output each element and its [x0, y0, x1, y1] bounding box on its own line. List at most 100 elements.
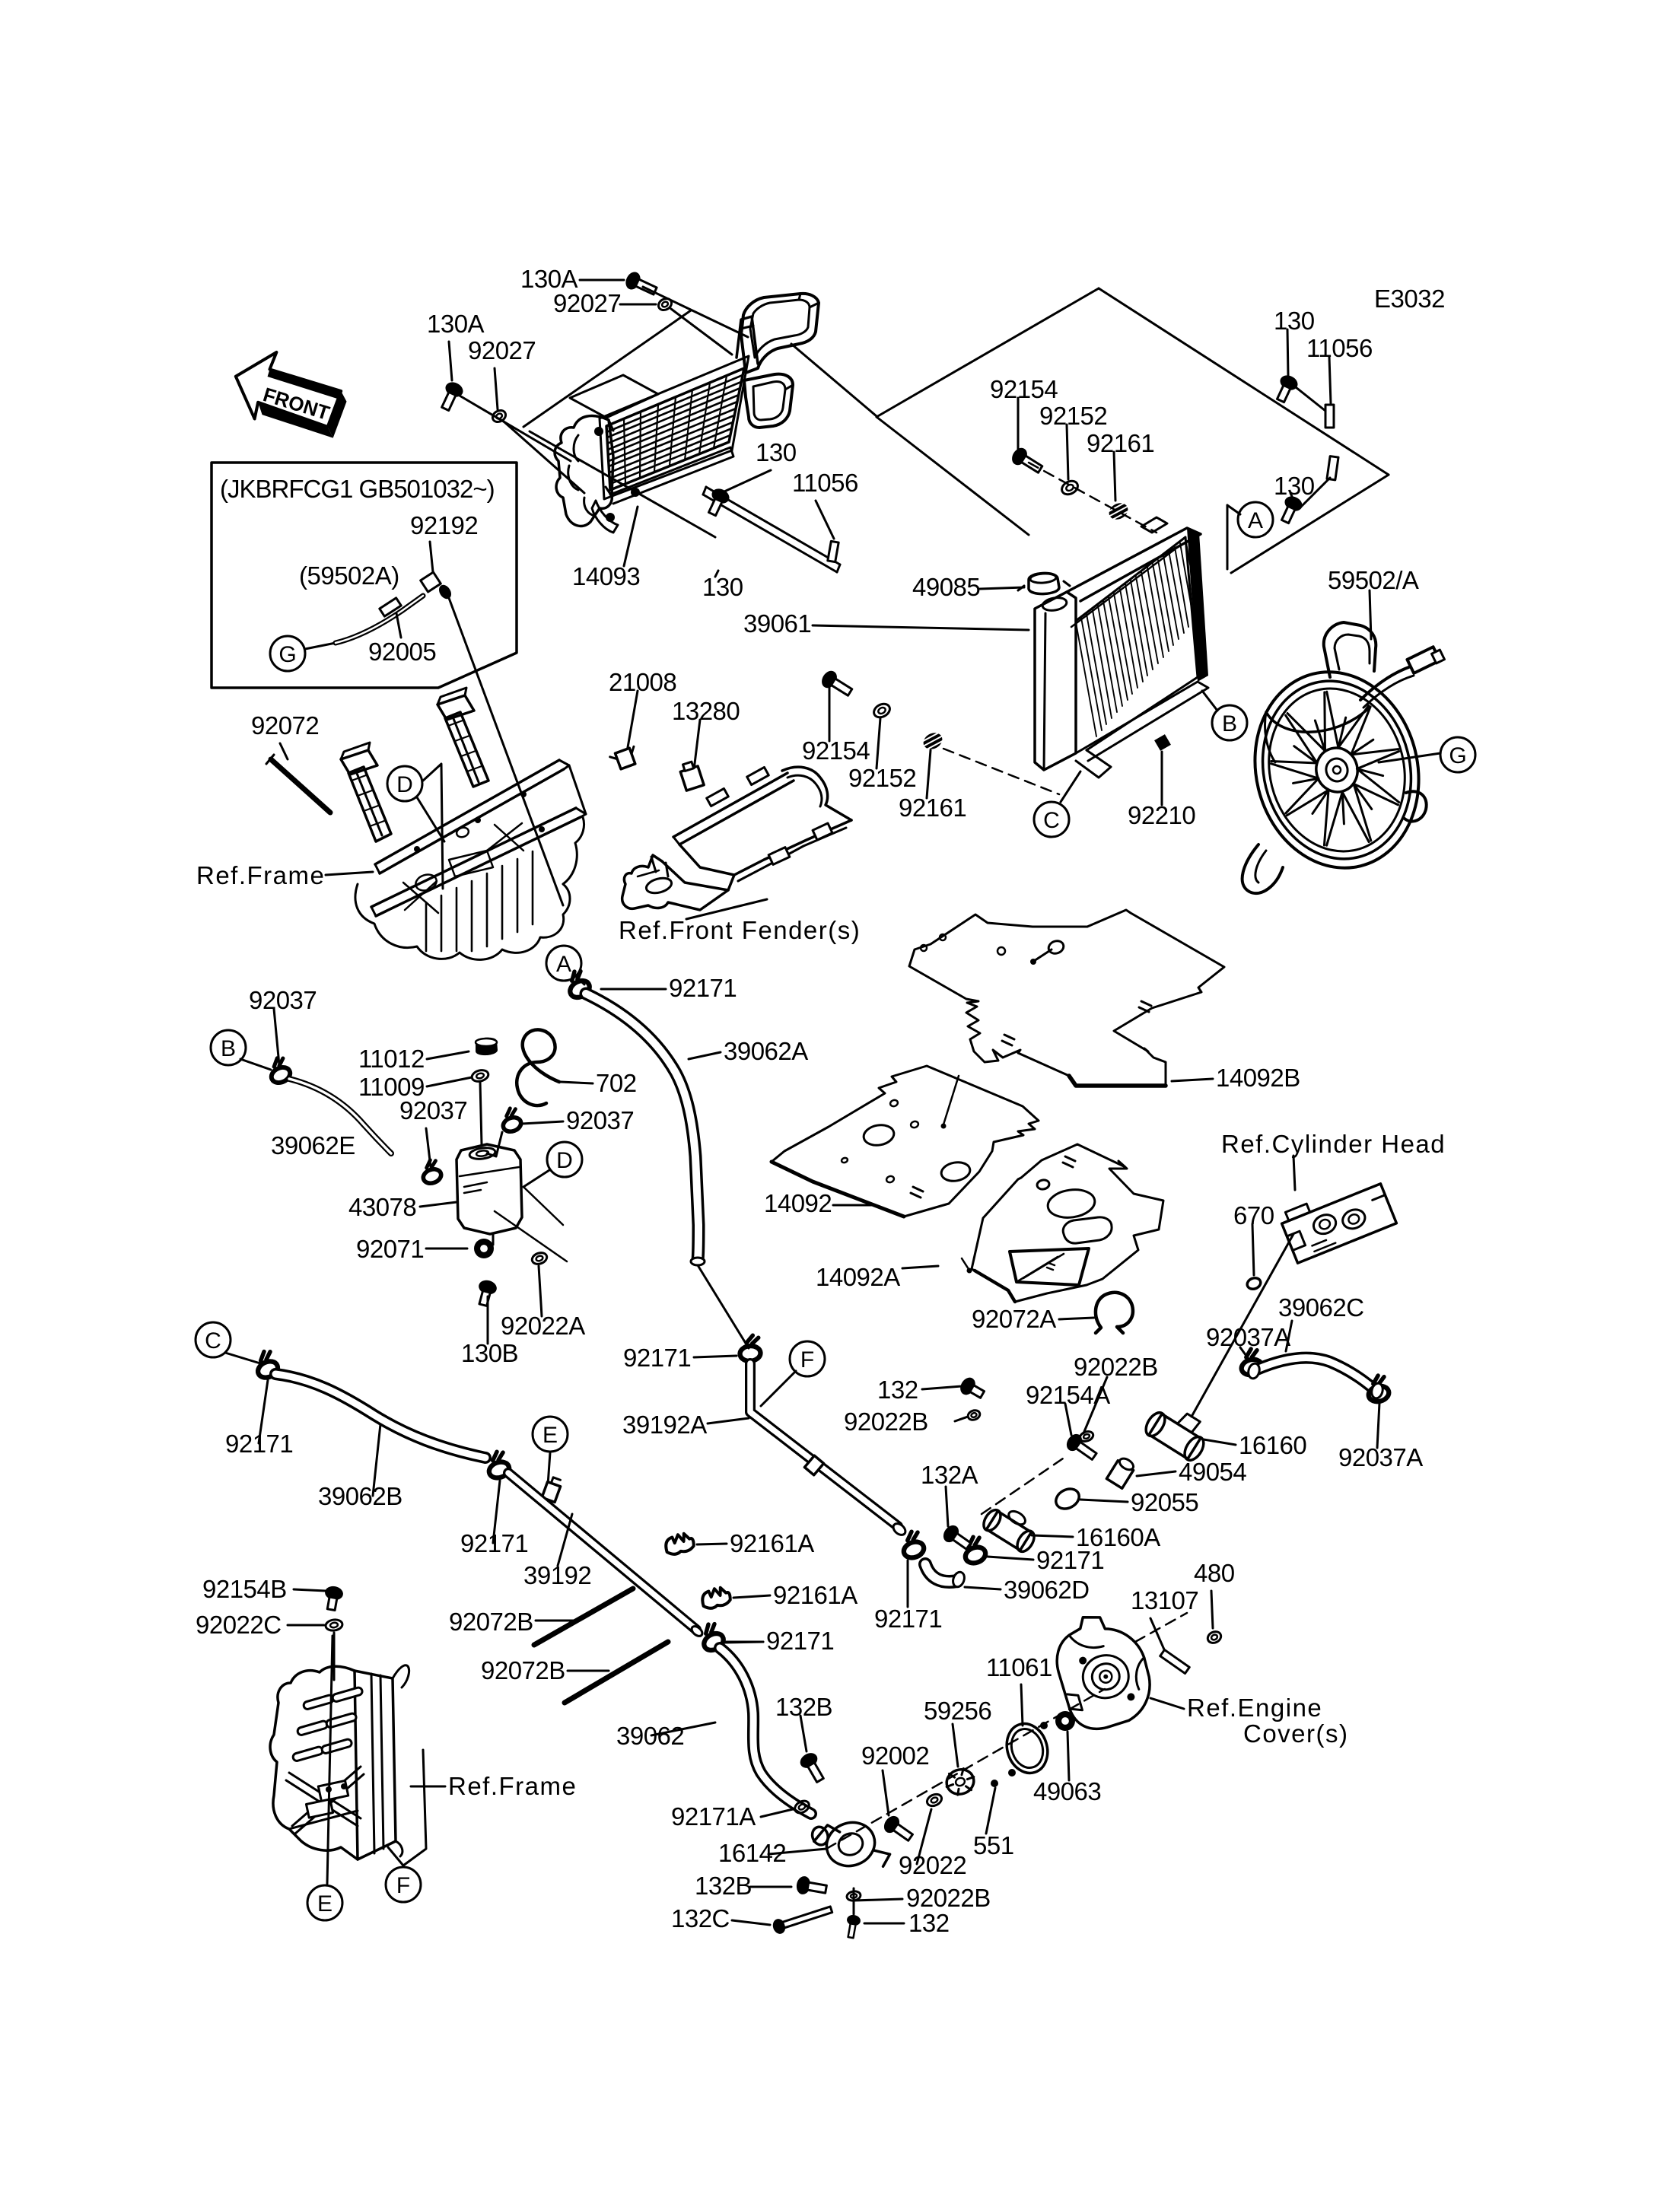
svg-text:92022A: 92022A — [501, 1312, 585, 1340]
svg-text:D: D — [396, 772, 413, 797]
svg-text:92171: 92171 — [623, 1344, 691, 1372]
svg-text:43078: 43078 — [348, 1193, 416, 1221]
svg-text:39062B: 39062B — [318, 1482, 402, 1510]
svg-text:92071: 92071 — [356, 1235, 424, 1263]
svg-text:92171: 92171 — [766, 1627, 834, 1655]
svg-text:11061: 11061 — [986, 1653, 1052, 1681]
svg-text:13280: 13280 — [672, 697, 740, 725]
svg-text:(JKBRFCG1 GB501032~): (JKBRFCG1 GB501032~) — [220, 475, 495, 503]
svg-text:Ref.Front Fender(s): Ref.Front Fender(s) — [619, 916, 861, 944]
svg-text:132: 132 — [877, 1376, 918, 1404]
svg-text:92037: 92037 — [399, 1096, 467, 1124]
svg-text:Ref.Frame: Ref.Frame — [196, 861, 325, 889]
svg-text:92161: 92161 — [1087, 429, 1154, 457]
svg-text:92022: 92022 — [899, 1851, 966, 1879]
svg-text:16160A: 16160A — [1076, 1523, 1160, 1551]
svg-text:F: F — [396, 1873, 410, 1898]
svg-text:92161: 92161 — [899, 794, 966, 822]
svg-text:92072A: 92072A — [972, 1305, 1056, 1333]
svg-text:B: B — [1222, 711, 1237, 736]
svg-text:F: F — [800, 1347, 814, 1373]
svg-text:39062D: 39062D — [1004, 1576, 1090, 1604]
svg-text:G: G — [278, 642, 296, 667]
svg-text:G: G — [1449, 743, 1466, 768]
svg-text:92022B: 92022B — [1074, 1353, 1158, 1381]
svg-text:92037A: 92037A — [1338, 1443, 1423, 1471]
svg-text:B: B — [221, 1036, 236, 1061]
svg-text:E3032: E3032 — [1374, 285, 1445, 313]
svg-text:14092B: 14092B — [1216, 1064, 1300, 1092]
svg-text:132: 132 — [908, 1909, 950, 1937]
svg-text:92037A: 92037A — [1206, 1323, 1290, 1351]
svg-text:92037: 92037 — [566, 1106, 634, 1134]
svg-text:E: E — [317, 1891, 332, 1916]
svg-text:13107: 13107 — [1131, 1586, 1198, 1614]
svg-text:92171: 92171 — [1036, 1546, 1104, 1574]
svg-text:14092: 14092 — [764, 1189, 832, 1217]
svg-text:39061: 39061 — [743, 609, 811, 638]
svg-text:11056: 11056 — [792, 469, 858, 497]
svg-text:92002: 92002 — [861, 1742, 929, 1770]
svg-text:(59502A): (59502A) — [299, 561, 399, 590]
svg-text:551: 551 — [973, 1831, 1014, 1859]
svg-text:59502/A: 59502/A — [1328, 566, 1419, 594]
svg-text:92171: 92171 — [460, 1529, 528, 1557]
svg-text:92171: 92171 — [874, 1605, 942, 1633]
svg-text:92192: 92192 — [410, 511, 478, 539]
svg-text:Ref.Frame: Ref.Frame — [448, 1772, 577, 1800]
svg-text:92152: 92152 — [848, 764, 916, 792]
svg-text:130A: 130A — [427, 310, 485, 338]
svg-text:59256: 59256 — [924, 1697, 991, 1725]
svg-text:14093: 14093 — [572, 562, 640, 590]
svg-text:130: 130 — [1274, 307, 1315, 335]
svg-text:92037: 92037 — [249, 986, 317, 1014]
svg-text:92152: 92152 — [1039, 402, 1107, 430]
svg-text:92072B: 92072B — [481, 1656, 565, 1684]
svg-text:39062E: 39062E — [271, 1131, 355, 1159]
svg-text:A: A — [1248, 508, 1263, 533]
svg-text:11056: 11056 — [1306, 334, 1373, 362]
svg-text:39192: 39192 — [523, 1561, 591, 1589]
svg-text:11009: 11009 — [358, 1073, 425, 1101]
svg-text:92072B: 92072B — [449, 1608, 533, 1636]
svg-text:92171: 92171 — [669, 974, 737, 1002]
svg-text:11012: 11012 — [358, 1045, 425, 1073]
svg-text:39062: 39062 — [616, 1722, 684, 1750]
svg-text:A: A — [556, 952, 571, 977]
svg-text:130B: 130B — [461, 1339, 518, 1367]
svg-text:670: 670 — [1233, 1201, 1274, 1229]
svg-text:480: 480 — [1194, 1559, 1235, 1587]
svg-text:49054: 49054 — [1179, 1458, 1246, 1486]
svg-text:92161A: 92161A — [730, 1529, 814, 1557]
svg-text:Cover(s): Cover(s) — [1243, 1719, 1349, 1748]
svg-text:702: 702 — [596, 1069, 637, 1097]
svg-text:92161A: 92161A — [773, 1581, 858, 1609]
svg-text:92171: 92171 — [225, 1430, 293, 1458]
svg-text:Ref.Cylinder Head: Ref.Cylinder Head — [1221, 1130, 1446, 1158]
svg-text:92154A: 92154A — [1026, 1381, 1110, 1409]
svg-text:14092A: 14092A — [816, 1263, 900, 1291]
svg-text:39062C: 39062C — [1278, 1293, 1364, 1322]
svg-text:92022B: 92022B — [844, 1408, 928, 1436]
svg-text:39192A: 39192A — [622, 1411, 707, 1439]
svg-text:130: 130 — [756, 438, 797, 466]
svg-text:92154B: 92154B — [202, 1575, 287, 1603]
svg-text:130: 130 — [702, 573, 743, 601]
svg-text:132B: 132B — [695, 1872, 752, 1900]
svg-text:130: 130 — [1274, 472, 1315, 500]
svg-text:16160: 16160 — [1239, 1431, 1306, 1459]
svg-text:C: C — [1043, 808, 1060, 833]
svg-text:49063: 49063 — [1033, 1777, 1101, 1805]
svg-text:E: E — [542, 1423, 558, 1448]
svg-text:C: C — [205, 1328, 221, 1353]
svg-text:21008: 21008 — [609, 668, 676, 696]
svg-text:92027: 92027 — [553, 289, 621, 317]
svg-text:92005: 92005 — [368, 638, 436, 666]
svg-text:132B: 132B — [775, 1693, 832, 1721]
svg-text:16142: 16142 — [718, 1839, 786, 1867]
svg-text:92022C: 92022C — [196, 1611, 282, 1639]
svg-text:92171A: 92171A — [671, 1802, 756, 1831]
svg-text:92022B: 92022B — [906, 1884, 991, 1912]
svg-text:D: D — [556, 1148, 573, 1173]
svg-text:92027: 92027 — [468, 336, 536, 364]
